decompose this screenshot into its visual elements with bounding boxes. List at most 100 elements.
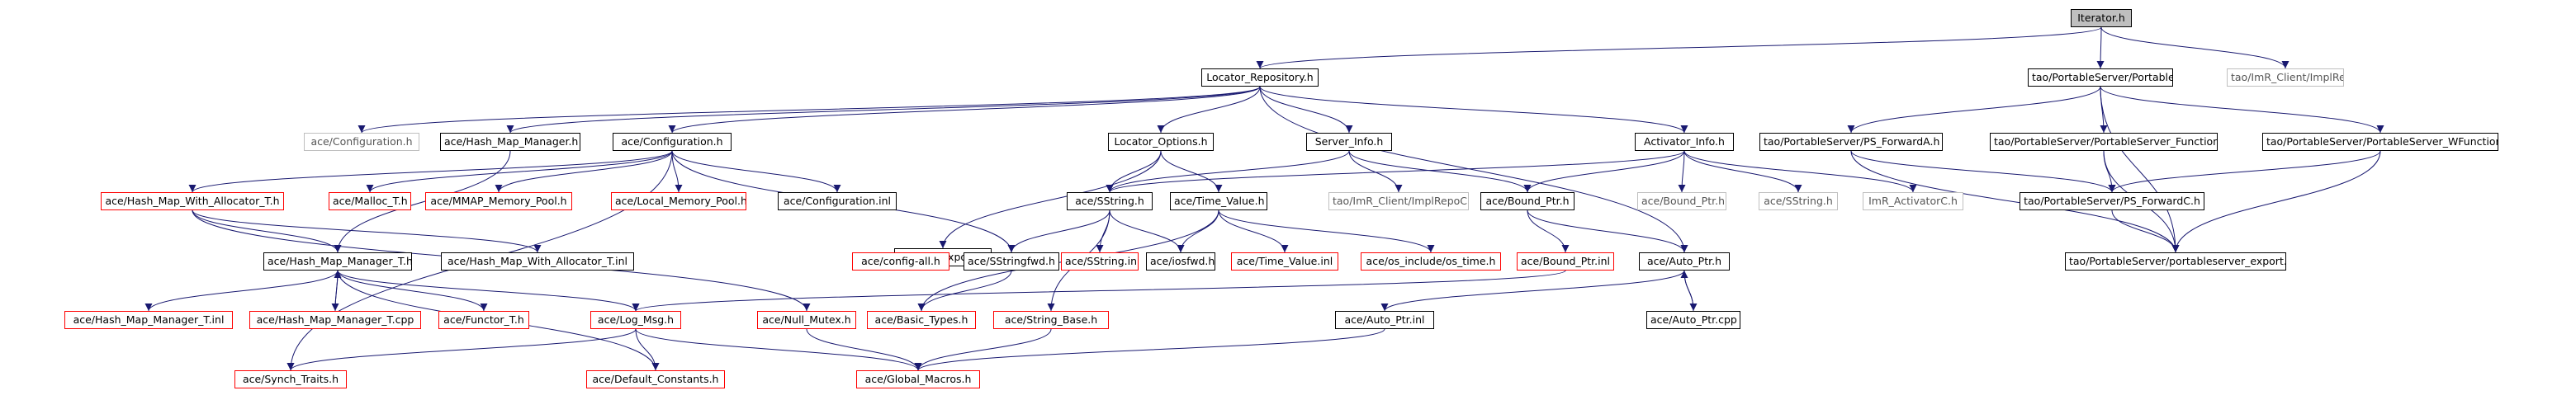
edge-server_info-to-implrepoc: [1348, 150, 1403, 193]
node-hmm-t-cpp[interactable]: ace/Hash_Map_Manager_T.cpp: [249, 311, 421, 329]
edge-bound_ptr_inl-to-log_msg: [632, 270, 1566, 312]
edge-locator_repository-to-locator_options: [1157, 86, 1261, 134]
edge-time_value_h-to-os_time: [1218, 209, 1435, 253]
node-time-value-h[interactable]: ace/Time_Value.h: [1170, 192, 1267, 210]
edge-ps_wfunctions-to-ps_export: [2171, 150, 2381, 253]
node-implrepos[interactable]: tao/ImR_Client/ImplRepoS.h: [2227, 68, 2344, 87]
edge-activator_info-to-sstring_h: [1106, 150, 1685, 193]
edge-locator_repository-to-hash_map_manager_h: [506, 86, 1261, 134]
node-configuration-h1[interactable]: ace/Configuration.h: [304, 133, 419, 151]
edge-locator_options-to-time_value_h: [1160, 150, 1223, 193]
edge-configuration_h-to-local_pool: [671, 150, 683, 193]
node-iosfwd[interactable]: ace/iosfwd.h: [1146, 252, 1215, 271]
node-hmwa-t-inl[interactable]: ace/Hash_Map_With_Allocator_T.inl: [441, 252, 634, 271]
node-hash-map-manager-h[interactable]: ace/Hash_Map_Manager.h: [440, 133, 580, 151]
node-default-constants[interactable]: ace/Default_Constants.h: [586, 370, 725, 388]
node-os-time[interactable]: ace/os_include/os_time.h: [1361, 252, 1501, 271]
edge-locator_repository-to-configuration_h: [668, 86, 1261, 134]
node-basic-types[interactable]: ace/Basic_Types.h: [867, 311, 976, 329]
node-ps-functions[interactable]: tao/PortableServer/PortableServer_Functi…: [1990, 133, 2218, 151]
edge-time_value_h-to-time_value_inl: [1218, 209, 1289, 253]
edge-auto_ptr_h-to-auto_ptr_inl: [1380, 270, 1685, 312]
edge-time_value_h-to-iosfwd: [1177, 209, 1219, 253]
node-bound-ptr-inl[interactable]: ace/Bound_Ptr.inl: [1517, 252, 1614, 271]
node-portableserver[interactable]: tao/PortableServer/PortableServer.h: [2028, 68, 2173, 87]
edge-sstring_h-to-sstringfwd: [1007, 209, 1110, 253]
edge-ps_functions-to-ps_forwardc: [2103, 150, 2116, 193]
edge-configuration_h-to-malloc_t: [366, 150, 673, 193]
node-ps-wfunctions[interactable]: tao/PortableServer/PortableServer_WFunct…: [2262, 133, 2498, 151]
node-synch-traits[interactable]: ace/Synch_Traits.h: [234, 370, 347, 388]
edge-hmwa_t_h-to-hash_map_manager_t_h: [192, 209, 342, 253]
edge-iterator-to-implrepos: [2100, 26, 2290, 69]
edge-locator_repository-to-configuration_h1: [358, 86, 1261, 134]
edge-log_msg-to-synch_traits: [286, 328, 637, 371]
edge-configuration_h-to-mmap_pool: [495, 150, 673, 193]
node-locator-options[interactable]: Locator_Options.h: [1108, 133, 1214, 151]
node-ps-export[interactable]: tao/PortableServer/portableserver_export…: [2065, 252, 2286, 271]
node-functor-t[interactable]: ace/Functor_T.h: [438, 311, 529, 329]
edge-portableserver-to-ps_wfunctions: [2100, 86, 2384, 134]
edge-ps_wfunctions-to-ps_forwardc: [2108, 150, 2381, 193]
edge-sstringfwd-to-basic_types: [917, 270, 1012, 312]
node-iterator[interactable]: Iterator.h: [2071, 9, 2132, 27]
node-sstring-h[interactable]: ace/SString.h: [1067, 192, 1153, 210]
node-configuration-h[interactable]: ace/Configuration.h: [613, 133, 732, 151]
edge-hash_map_manager_t_h-to-log_msg: [337, 270, 640, 312]
edge-bound_ptr_h-to-auto_ptr_h: [1527, 209, 1688, 253]
edge-hmwa_t_h-to-hmwa_t_inl: [192, 209, 542, 253]
node-bound-ptr-h-missing[interactable]: ace/Bound_Ptr.h: [1637, 192, 1726, 210]
node-local-pool[interactable]: ace/Local_Memory_Pool.h: [611, 192, 746, 210]
node-ps-forwarda[interactable]: tao/PortableServer/PS_ForwardA.h: [1759, 133, 1943, 151]
node-implrepoc[interactable]: tao/ImR_Client/ImplRepoC.h: [1328, 192, 1469, 210]
edge-activator_info-to-bound_ptr_h_missing: [1678, 150, 1686, 193]
node-config-all[interactable]: ace/config-all.h: [852, 252, 949, 271]
node-auto-ptr-h[interactable]: ace/Auto_Ptr.h: [1639, 252, 1730, 271]
node-hash-map-manager-t-h[interactable]: ace/Hash_Map_Manager_T.h: [263, 252, 412, 271]
edge-locator_repository-to-activator_info: [1259, 86, 1688, 134]
node-global-macros[interactable]: ace/Global_Macros.h: [856, 370, 980, 388]
edge-locator_repository-to-auto_ptr_h: [1259, 86, 1688, 253]
node-mmap-pool[interactable]: ace/MMAP_Memory_Pool.h: [425, 192, 572, 210]
node-null-mutex[interactable]: ace/Null_Mutex.h: [757, 311, 856, 329]
edge-log_msg-to-default_constants: [635, 328, 660, 371]
edge-activator_info-to-imr_activatorc: [1683, 150, 1917, 193]
node-ps-forwardc[interactable]: tao/PortableServer/PS_ForwardC.h: [2020, 192, 2204, 210]
node-activator-info[interactable]: Activator_Info.h: [1635, 133, 1734, 151]
node-string-base[interactable]: ace/String_Base.h: [993, 311, 1109, 329]
node-hmm-t-inl[interactable]: ace/Hash_Map_Manager_T.inl: [64, 311, 233, 329]
edge-activator_info-to-sstring_h_missing: [1683, 150, 1802, 193]
edge-locator_options-to-locator_export: [939, 150, 1162, 249]
edge-auto_ptr_inl-to-global_macros: [914, 328, 1385, 371]
edge-hash_map_manager_t_h-to-functor_t: [337, 270, 488, 312]
edge-hmm_t_cpp-to-hash_map_manager_t_h: [334, 270, 342, 312]
edge-ps_forwarda-to-ps_forwardc: [1850, 150, 2116, 193]
node-malloc-t[interactable]: ace/Malloc_T.h: [329, 192, 411, 210]
node-sstringfwd[interactable]: ace/SStringfwd.h: [964, 252, 1059, 271]
node-sstring-h-missing[interactable]: ace/SString.h: [1759, 192, 1838, 210]
node-log-msg[interactable]: ace/Log_Msg.h: [590, 311, 681, 329]
edge-hash_map_manager_t_h-to-hmm_t_inl: [144, 270, 339, 312]
node-auto-ptr-inl[interactable]: ace/Auto_Ptr.inl: [1335, 311, 1434, 329]
node-server-info[interactable]: Server_Info.h: [1306, 133, 1392, 151]
node-imr-activatorc[interactable]: ImR_ActivatorC.h: [1863, 192, 1963, 210]
edge-sstring_h-to-iosfwd: [1109, 209, 1185, 253]
edge-bound_ptr_h-to-bound_ptr_inl: [1527, 209, 1570, 253]
node-hmwa-t-h[interactable]: ace/Hash_Map_With_Allocator_T.h: [101, 192, 284, 210]
edge-null_mutex-to-global_macros: [806, 328, 922, 371]
node-sstring-inl[interactable]: ace/SString.inl: [1061, 252, 1139, 271]
edge-ps_forwardc-to-ps_export: [2111, 209, 2180, 253]
edge-sstring_h-to-sstring_inl: [1096, 209, 1110, 253]
edge-server_info-to-bound_ptr_h: [1348, 150, 1532, 193]
node-locator-repository[interactable]: Locator_Repository.h: [1201, 68, 1319, 87]
edge-portableserver-to-ps_forwarda: [1847, 86, 2101, 134]
edge-iterator-to-locator_repository: [1256, 26, 2102, 69]
edge-iterator-to-portableserver: [2096, 26, 2105, 69]
edge-log_msg-to-global_macros: [635, 328, 922, 371]
edge-configuration_h-to-configuration_inl: [671, 150, 841, 193]
node-auto-ptr-cpp[interactable]: ace/Auto_Ptr.cpp: [1646, 311, 1740, 329]
node-time-value-inl[interactable]: ace/Time_Value.inl: [1231, 252, 1338, 271]
node-configuration-inl[interactable]: ace/Configuration.inl: [778, 192, 897, 210]
node-bound-ptr-h[interactable]: ace/Bound_Ptr.h: [1480, 192, 1574, 210]
